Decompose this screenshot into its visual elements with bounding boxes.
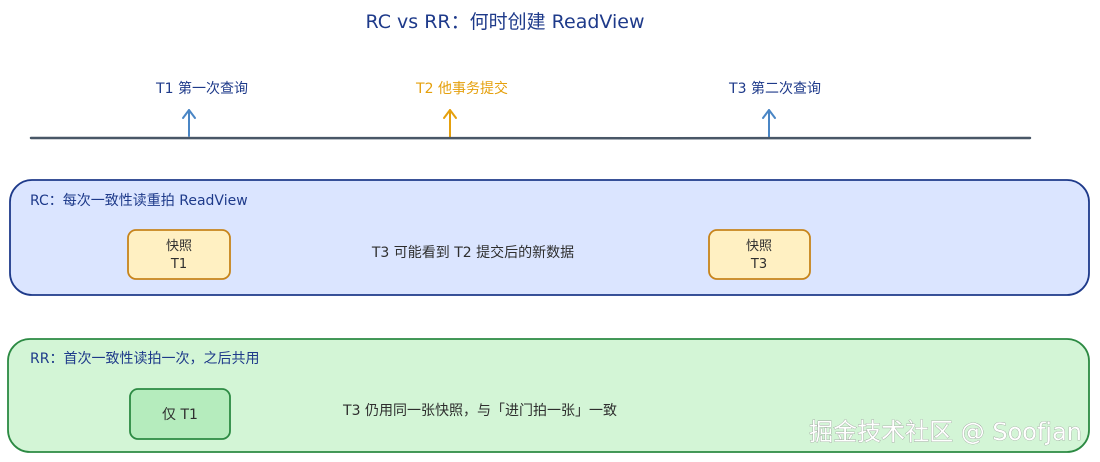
arrow-t1: [182, 109, 196, 137]
rr-snapshot-t1: [129, 388, 231, 440]
watermark: 掘金技术社区 @ Soofjan: [809, 418, 1082, 446]
rc-snapshot-t1-line1: 快照: [166, 239, 192, 254]
rc-note: T3 可能看到 T2 提交后的新数据: [371, 244, 574, 261]
timeline-label-t3: T3 第二次查询: [728, 80, 821, 97]
rr-snapshot-label: 仅 T1: [162, 407, 198, 423]
rc-snapshot-t3-line2: T3: [750, 257, 767, 272]
arrow-t2: [443, 109, 457, 139]
rc-snapshot-t1-line2: T1: [170, 257, 187, 272]
timeline-label-t2: T2 他事务提交: [415, 80, 508, 97]
rc-snapshot-t3-line1: 快照: [746, 239, 772, 254]
diagram-title: RC vs RR：何时创建 ReadView: [365, 11, 644, 33]
rr-note: T3 仍用同一张快照，与「进门拍一张」一致: [342, 403, 617, 419]
rc-snapshot-t1: [127, 229, 231, 280]
arrow-t3: [762, 109, 776, 139]
rc-snapshot-t3: [708, 229, 811, 280]
rc-panel-label: RC：每次一致性读重拍 ReadView: [30, 192, 248, 209]
rr-panel: [7, 338, 1090, 453]
timeline-line: [29, 136, 1032, 140]
rc-panel: [9, 179, 1090, 296]
rr-panel-label: RR：首次一致性读拍一次，之后共用: [30, 350, 259, 367]
timeline-label-t1: T1 第一次查询: [155, 80, 248, 97]
